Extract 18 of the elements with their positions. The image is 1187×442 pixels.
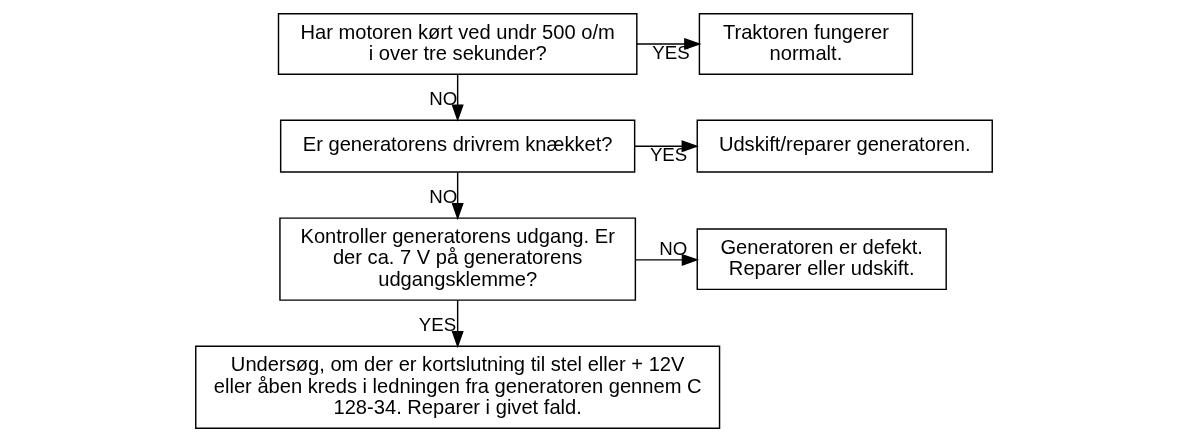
edge-label: YES (418, 313, 456, 335)
node-box: Traktoren fungerer normalt. (698, 13, 913, 75)
arrow (451, 299, 464, 349)
edge-label: YES (651, 41, 690, 63)
node-box: Generatoren er defekt. Reparer eller udskift. (696, 228, 947, 291)
arrow (635, 37, 701, 51)
arrow (634, 253, 699, 266)
edge-label: NO (658, 237, 687, 259)
edge-label: NO (428, 185, 457, 207)
node-box: Kontroller generatorens udgang. Er der ca. 7 V på generatorens udgangsklemme? (278, 217, 636, 301)
node-box: Undersøg, om der er kortslutning til stel eller + 12V eller åben kreds i ledningen fra generatoren gennem C 128-34. Reparer i givet fald. (194, 345, 720, 429)
node-box: Er generatorens drivrem knækket? (279, 119, 635, 173)
arrow (451, 171, 464, 221)
edge-label: YES (649, 144, 687, 166)
node-box: Udskift/reparer generatoren. (696, 119, 993, 173)
edge-label: NO (428, 87, 457, 109)
node-box: Har motoren kørt ved undr 500 o/m i over tre sekunder? (277, 13, 638, 75)
arrow (451, 73, 464, 122)
